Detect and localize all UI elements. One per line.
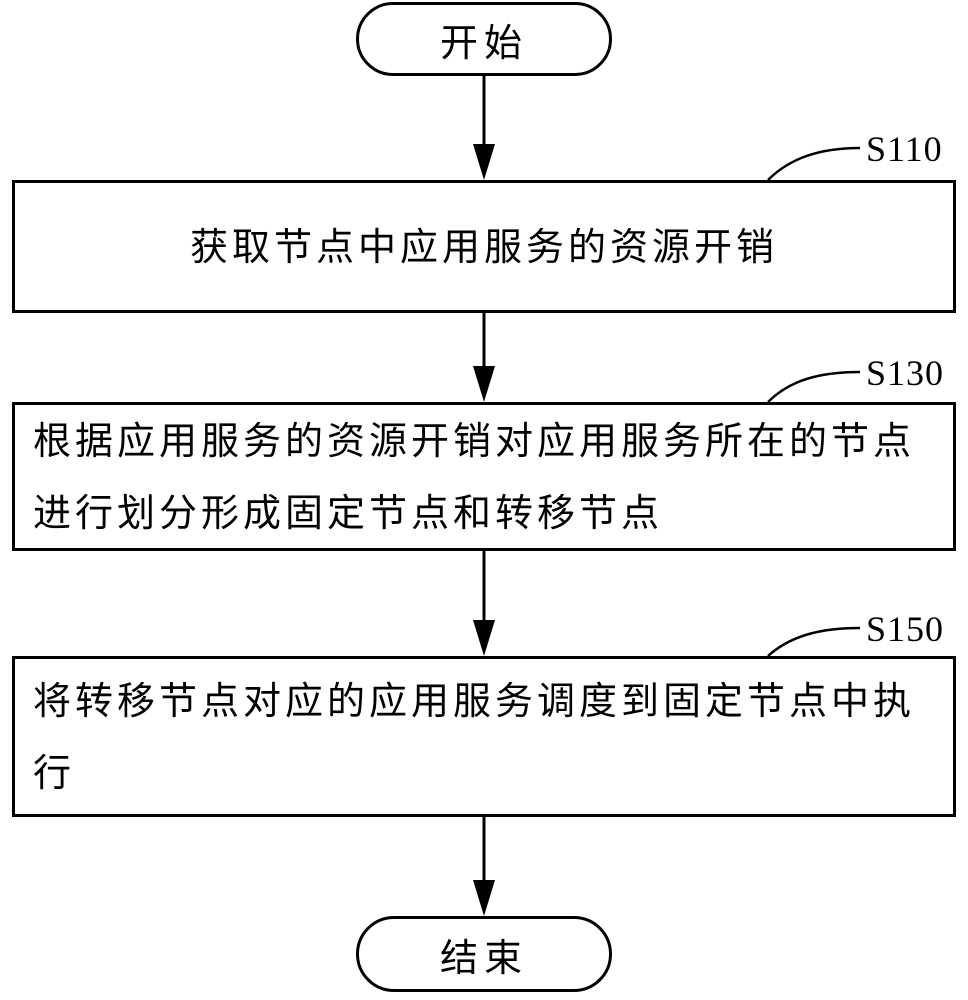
step-box-s150: 将转移节点对应的应用服务调度到固定节点中执行 bbox=[12, 656, 956, 817]
step-text-s150: 将转移节点对应的应用服务调度到固定节点中执行 bbox=[33, 678, 916, 795]
step-id-s150: S150 bbox=[866, 609, 945, 649]
arrow-start-to-s110 bbox=[473, 75, 495, 180]
step-id-s110: S110 bbox=[866, 129, 943, 169]
leader-line-s130 bbox=[767, 370, 861, 403]
step-id-s130: S130 bbox=[866, 353, 945, 393]
arrow-s150-to-end bbox=[473, 816, 495, 916]
end-terminal: 结束 bbox=[356, 916, 612, 992]
step-text-s130: 根据应用服务的资源开销对应用服务所在的节点进行划分形成固定节点和转移节点 bbox=[33, 418, 916, 535]
start-label: 开始 bbox=[439, 20, 528, 65]
arrow-s110-to-s130 bbox=[473, 312, 495, 402]
step-box-s130: 根据应用服务的资源开销对应用服务所在的节点进行划分形成固定节点和转移节点 bbox=[12, 402, 956, 551]
leader-line-s110 bbox=[767, 146, 861, 181]
step-text-s110: 获取节点中应用服务的资源开销 bbox=[189, 224, 778, 269]
leader-line-s150 bbox=[767, 626, 861, 657]
arrow-s130-to-s150 bbox=[473, 550, 495, 656]
start-terminal: 开始 bbox=[356, 2, 612, 76]
step-box-s110: 获取节点中应用服务的资源开销 bbox=[12, 180, 956, 313]
end-label: 结束 bbox=[439, 935, 528, 980]
